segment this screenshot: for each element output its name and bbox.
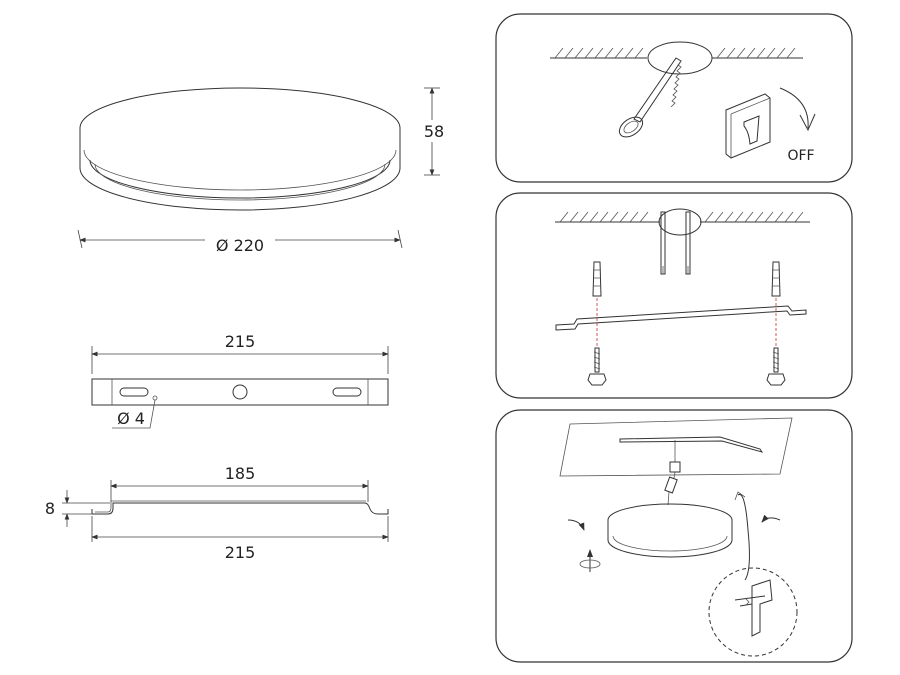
screw-icon xyxy=(766,347,786,386)
height-dimension: 58 xyxy=(418,87,454,176)
rotation-icon xyxy=(579,549,601,572)
bracket-top-view: 215 Ø 4 xyxy=(91,332,389,429)
step-3-panel xyxy=(495,409,853,663)
step-1-panel: OFF xyxy=(495,13,853,183)
detail-magnifier xyxy=(708,567,798,657)
wall-plug-icon xyxy=(771,261,781,297)
bracket-side-view: 185 8 215 xyxy=(45,464,389,562)
rotate-arrow-icon xyxy=(761,514,781,523)
ceiling-hatch xyxy=(550,47,803,59)
diameter-dimension: Ø 220 xyxy=(77,229,403,255)
off-label: OFF xyxy=(787,148,814,164)
ceiling-plane xyxy=(559,417,793,477)
wall-plug-icon xyxy=(592,261,602,297)
ceiling-hatch xyxy=(555,211,810,223)
step-2-panel xyxy=(495,192,853,399)
mounted-bracket-icon xyxy=(619,436,764,453)
mounting-bracket-icon xyxy=(555,305,807,331)
bracket-total-length-label: 215 xyxy=(225,543,256,562)
saw-icon xyxy=(618,57,682,138)
detail-leader xyxy=(737,493,750,581)
diameter-label: Ø 220 xyxy=(216,236,264,255)
inner-length-label: 185 xyxy=(225,464,256,483)
light-switch-icon xyxy=(725,93,771,159)
hole-diameter-label: Ø 4 xyxy=(117,409,145,428)
turn-off-arrow-icon xyxy=(779,87,816,132)
lamp-icon xyxy=(607,503,733,558)
screw-icon xyxy=(587,347,607,386)
bracket-length-label: 215 xyxy=(225,332,256,351)
height-label: 58 xyxy=(424,122,444,141)
connector-icon xyxy=(664,461,681,506)
rotate-arrow-icon xyxy=(567,519,585,531)
lamp-drawing xyxy=(79,87,401,211)
wires-icon xyxy=(660,211,691,275)
bracket-height-label: 8 xyxy=(45,499,55,518)
